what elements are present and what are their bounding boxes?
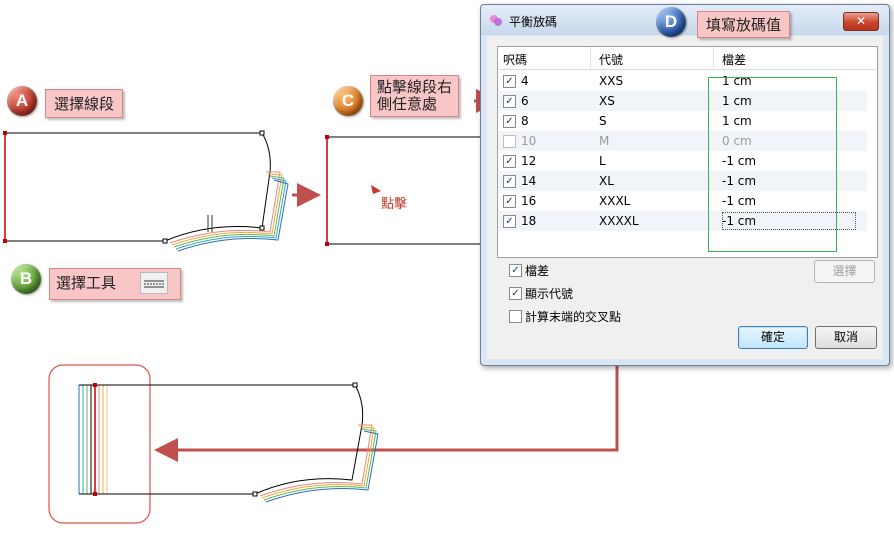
table-row[interactable]: 10 M 0 cm	[498, 131, 867, 151]
dialog-title: 平衡放碼	[509, 15, 558, 29]
code-cell: S	[599, 114, 607, 128]
grade-cell[interactable]: 1 cm	[722, 94, 752, 108]
step-c-label-line2: 側任意處	[377, 95, 438, 113]
grade-cell[interactable]: 0 cm	[722, 134, 752, 148]
step-b-label: 選擇工具	[56, 274, 117, 292]
row-checkbox[interactable]: ✓	[503, 155, 516, 168]
size-cell: 16	[521, 194, 537, 208]
pattern-piece-a[interactable]	[3, 130, 289, 252]
pattern-piece-c[interactable]	[325, 135, 480, 246]
table-row[interactable]: ✓ 6 XS 1 cm	[498, 91, 867, 111]
row-checkbox[interactable]: ✓	[503, 95, 516, 108]
option-show-code-checkbox[interactable]: ✓	[509, 287, 522, 300]
option-grade-checkbox[interactable]: ✓	[509, 264, 522, 277]
row-checkbox[interactable]: ✓	[503, 175, 516, 188]
code-cell: L	[599, 154, 606, 168]
table-row[interactable]: ✓ 18 XXXXL -1 cm	[498, 211, 867, 231]
size-cell: 8	[521, 114, 529, 128]
table-row[interactable]: ✓ 8 S 1 cm	[498, 111, 867, 131]
grade-cell[interactable]: -1 cm	[722, 174, 757, 188]
option-end-intersection-label: 計算末端的交叉點	[525, 310, 622, 324]
table-header: 呎碼 代號 檔差	[498, 47, 877, 70]
close-button[interactable]: ✕	[843, 12, 879, 31]
size-cell: 6	[521, 94, 529, 108]
size-cell: 14	[521, 174, 537, 188]
balance-grading-dialog: 平衡放碼 ✕ 呎碼 代號 檔差 ✓ 4 XXS 1 cm ✓ 6 XS 1 cm	[480, 4, 890, 366]
size-cell: 12	[521, 154, 537, 168]
step-d-callout: 填寫放碼值	[697, 11, 791, 38]
step-d-marker: D	[656, 7, 686, 37]
code-cell: XXS	[599, 74, 624, 88]
row-checkbox[interactable]: ✓	[503, 115, 516, 128]
focused-grade-cell[interactable]	[722, 212, 856, 230]
flow-arrow-to-result	[154, 366, 619, 462]
pattern-piece-result	[48, 364, 379, 524]
step-a-callout: 選擇線段	[45, 89, 124, 118]
result-highlight-box	[48, 364, 151, 524]
table-row[interactable]: ✓ 14 XL -1 cm	[498, 171, 867, 191]
grade-cell[interactable]: 1 cm	[722, 114, 752, 128]
grade-cell[interactable]: -1 cm	[722, 194, 757, 208]
dialog-client-area: 呎碼 代號 檔差 ✓ 4 XXS 1 cm ✓ 6 XS 1 cm ✓ 8	[487, 36, 883, 359]
code-cell: XL	[599, 174, 614, 188]
option-show-code-label: 顯示代號	[525, 287, 574, 301]
row-checkbox[interactable]: ✓	[503, 75, 516, 88]
grade-column-highlight	[708, 77, 837, 252]
size-cell: 10	[521, 134, 537, 148]
row-checkbox[interactable]	[503, 135, 516, 148]
code-cell: XS	[599, 94, 615, 108]
size-cell: 4	[521, 74, 529, 88]
size-cell: 18	[521, 214, 537, 228]
balance-grading-tool-icon	[140, 272, 168, 294]
option-grade-label: 檔差	[525, 264, 550, 278]
step-c-marker: C	[333, 86, 363, 116]
app-icon	[489, 12, 503, 26]
table-row[interactable]: ✓ 12 L -1 cm	[498, 151, 867, 171]
column-header-code[interactable]: 代號	[599, 53, 624, 67]
code-cell: M	[599, 134, 610, 148]
ok-button[interactable]: 確定	[738, 326, 808, 349]
grading-table: 呎碼 代號 檔差 ✓ 4 XXS 1 cm ✓ 6 XS 1 cm ✓ 8	[497, 46, 878, 258]
click-label: 點擊	[381, 197, 408, 212]
option-end-intersection-checkbox[interactable]	[509, 310, 522, 323]
code-cell: XXXL	[599, 194, 631, 208]
select-button[interactable]: 選擇	[814, 260, 875, 283]
step-b-callout: 選擇工具	[49, 268, 181, 300]
step-c-label-line1: 點擊線段右	[377, 78, 453, 96]
table-row[interactable]: ✓ 16 XXXL -1 cm	[498, 191, 867, 211]
column-header-size[interactable]: 呎碼	[503, 53, 528, 67]
click-pointer-icon	[371, 185, 381, 194]
grade-cell[interactable]: -1 cm	[722, 214, 757, 228]
cancel-button[interactable]: 取消	[815, 326, 877, 349]
column-header-grade[interactable]: 檔差	[722, 53, 747, 67]
code-cell: XXXXL	[599, 214, 639, 228]
row-checkbox[interactable]: ✓	[503, 215, 516, 228]
step-b-marker: B	[11, 264, 41, 294]
grade-cell[interactable]: -1 cm	[722, 154, 757, 168]
step-a-marker: A	[7, 86, 37, 116]
row-checkbox[interactable]: ✓	[503, 195, 516, 208]
step-c-callout: 點擊線段右 側任意處	[370, 75, 460, 117]
